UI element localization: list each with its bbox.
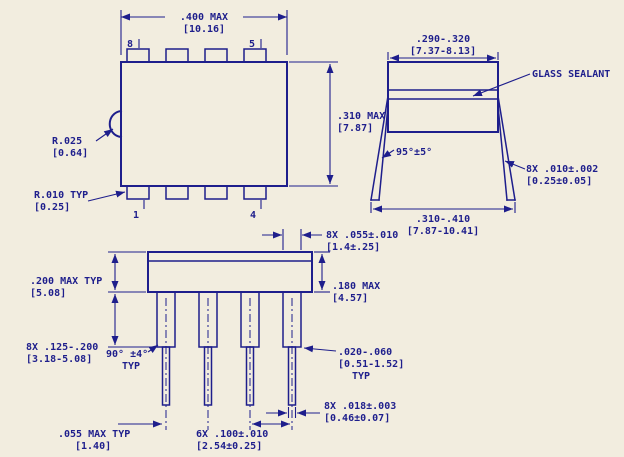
pin xyxy=(126,48,150,63)
pin xyxy=(126,185,150,200)
pin-width-mm-label: [0.46±0.07] xyxy=(324,413,390,424)
pitch-inches-label: 6X .100±.010 xyxy=(196,429,268,440)
package-body-top-view xyxy=(120,61,288,187)
lead-centerlines xyxy=(165,298,293,430)
top-width-mm-label: [10.16] xyxy=(183,24,225,35)
leader-line xyxy=(381,149,395,159)
pin xyxy=(204,185,228,200)
standoff-mm-label: [0.51-1.52] xyxy=(338,359,404,370)
shoulder-width-inches-label: 8X .055±.010 xyxy=(326,230,398,241)
lead-pins xyxy=(161,346,297,406)
lead-thickness-mm-label: [0.25±0.05] xyxy=(526,176,592,187)
dimension-body-height-right: .180 MAX [4.57] xyxy=(314,251,380,304)
callout-pin-radius: R.010 TYP [0.25] xyxy=(34,190,126,213)
dimension-lead-span: .310-.410 [7.87-10.41] xyxy=(370,202,516,237)
pin xyxy=(204,48,228,63)
pin-radius-inches-label: R.010 TYP xyxy=(34,190,88,201)
callout-standoff: .020-.060 [0.51-1.52] TYP xyxy=(303,345,404,382)
dimension-shoulder-length: 8X .125-.200 [3.18-5.08] xyxy=(26,294,155,365)
bottom-pins xyxy=(126,185,267,200)
lead-shoulders xyxy=(156,291,302,348)
body-height-left-inches-label: .200 MAX TYP xyxy=(30,276,102,287)
side-lead-angle-label: 95°±5° xyxy=(396,147,432,158)
dimension-body-height: .310 MAX [7.87] xyxy=(289,61,385,187)
pin xyxy=(243,48,267,63)
leader-line xyxy=(87,190,126,202)
shoulder-width-mm-label: [1.4±.25] xyxy=(326,242,380,253)
pitch-mm-label: [2.54±0.25] xyxy=(196,441,262,452)
pin-width-inches-label: 8X .018±.003 xyxy=(324,401,396,412)
lead-edge xyxy=(370,95,389,201)
callout-glass-sealant: GLASS SEALANT xyxy=(472,69,610,97)
glass-sealant-label: GLASS SEALANT xyxy=(532,69,610,80)
leader-line xyxy=(472,73,531,97)
dimension-side-body-width: .290-.320 [7.37-8.13] xyxy=(387,34,499,62)
leader-line xyxy=(504,160,526,170)
body-height-right-mm-label: [4.57] xyxy=(332,293,368,304)
top-view: 8 5 1 4 .400 MAX [10.16] .310 MAX [7.87]… xyxy=(34,10,385,221)
side-width-mm-label: [7.37-8.13] xyxy=(410,46,476,57)
pin xyxy=(243,185,267,200)
top-height-inches-label: .310 MAX xyxy=(337,111,385,122)
pin-radius-mm-label: [0.25] xyxy=(34,202,70,213)
dimension-pin-width: 8X .018±.003 [0.46±0.07] xyxy=(266,401,396,424)
pin-number-8: 8 xyxy=(127,39,133,50)
front-lead-angle-label: 90° ±4° xyxy=(106,349,148,360)
lead-span-inches-label: .310-.410 xyxy=(416,214,470,225)
body-height-left-mm-label: [5.08] xyxy=(30,288,66,299)
lead-edge xyxy=(497,105,508,201)
index-notch xyxy=(108,109,123,139)
pin xyxy=(165,185,189,200)
offset-inches-label: .055 MAX TYP xyxy=(58,429,130,440)
side-view-leads xyxy=(370,95,516,201)
dimension-body-height-left: .200 MAX TYP [5.08] xyxy=(30,251,146,299)
side-width-inches-label: .290-.320 xyxy=(416,34,470,45)
dimension-shoulder-width: 8X .055±.010 [1.4±.25] xyxy=(262,229,398,253)
callout-notch-radius: R.025 [0.64] xyxy=(52,128,114,159)
shoulder-length-inches-label: 8X .125-.200 xyxy=(26,342,98,353)
top-pins xyxy=(126,48,267,63)
package-body-front-view xyxy=(147,251,313,293)
top-width-inches-label: .400 MAX xyxy=(180,12,228,23)
package-body-side-view xyxy=(387,61,499,133)
notch-radius-mm-label: [0.64] xyxy=(52,148,88,159)
callout-lead-thickness: 8X .010±.002 [0.25±0.05] xyxy=(504,160,598,187)
top-height-mm-label: [7.87] xyxy=(337,123,373,134)
dimension-lead-offset: .055 MAX TYP [1.40] xyxy=(58,420,162,452)
shoulder-length-mm-label: [3.18-5.08] xyxy=(26,354,92,365)
dimension-lead-pitch: 6X .100±.010 [2.54±0.25] xyxy=(196,420,290,452)
leader-line xyxy=(95,128,114,142)
offset-mm-label: [1.40] xyxy=(75,441,111,452)
callout-lead-angle-side: 95°±5° xyxy=(381,147,432,159)
front-view: 8X .055±.010 [1.4±.25] .200 MAX TYP [5.0… xyxy=(26,229,404,452)
front-lead-angle-typ-label: TYP xyxy=(122,361,140,372)
body-height-right-inches-label: .180 MAX xyxy=(332,281,380,292)
standoff-inches-label: .020-.060 xyxy=(338,347,392,358)
leader-line xyxy=(147,344,159,354)
leader-line xyxy=(303,345,337,353)
dimension-body-width: .400 MAX [10.16] xyxy=(120,10,288,55)
lead-span-mm-label: [7.87-10.41] xyxy=(407,226,479,237)
lead-edge xyxy=(497,95,516,201)
pin-number-1: 1 xyxy=(133,210,139,221)
lead-thickness-inches-label: 8X .010±.002 xyxy=(526,164,598,175)
pin-number-5: 5 xyxy=(249,39,255,50)
standoff-typ-label: TYP xyxy=(352,371,370,382)
pin xyxy=(165,48,189,63)
side-view: .290-.320 [7.37-8.13] GLASS SEALANT 95°±… xyxy=(370,34,610,237)
pin-number-4: 4 xyxy=(250,210,256,221)
callout-lead-angle-front: 90° ±4° TYP xyxy=(106,344,159,372)
notch-radius-inches-label: R.025 xyxy=(52,136,82,147)
